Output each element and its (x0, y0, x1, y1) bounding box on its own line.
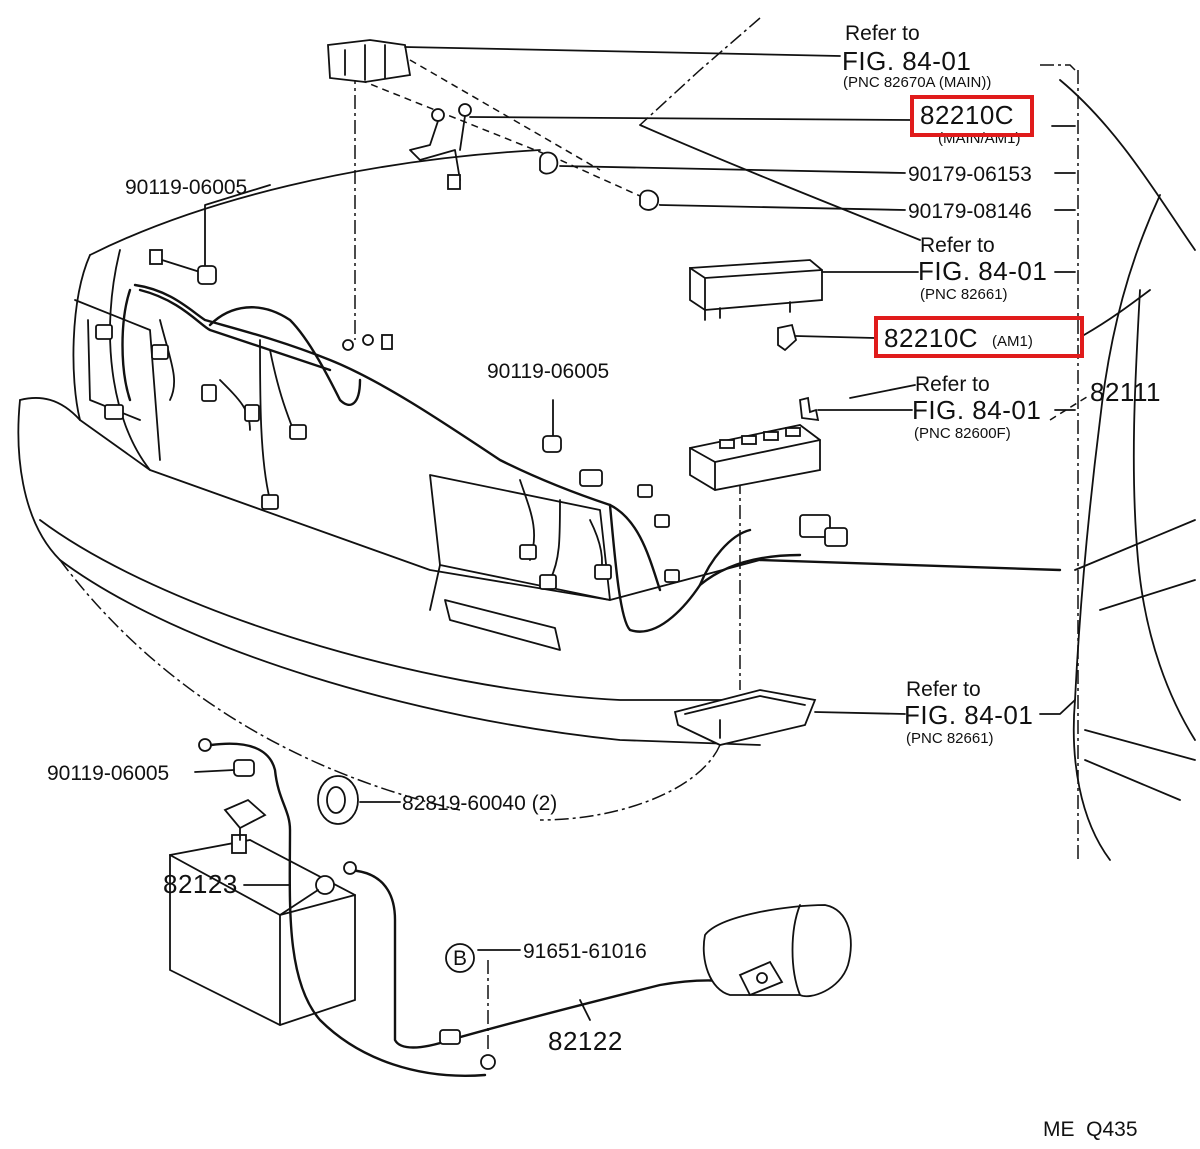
bolt-90119-06005-lower (233, 759, 255, 777)
bolt-90119-06005-middle (542, 399, 562, 453)
clip-90179-06153 (539, 151, 559, 175)
label-82111: 82111 (1090, 377, 1161, 407)
label-am1: (AM1) (992, 333, 1033, 350)
label-refer-to-1: Refer to (845, 22, 920, 45)
relay-block-82661 (689, 259, 823, 321)
label-fig-8401-2: FIG. 84-01 (918, 256, 1047, 286)
label-fig-8401-3: FIG. 84-01 (912, 395, 1041, 425)
bottom-relay-tray (673, 689, 817, 746)
label-90119-06005-lower: 90119-06005 (47, 762, 169, 785)
starter-motor (702, 904, 852, 998)
label-pnc-82600f: (PNC 82600F) (914, 425, 1011, 442)
main-relay-top (327, 39, 412, 83)
engine-wire-harness (121, 283, 1062, 633)
label-90179-08146: 90179-08146 (908, 200, 1032, 223)
battery-cable-negative (198, 738, 496, 1077)
battery-82123 (169, 834, 356, 1026)
label-82122: 82122 (548, 1026, 623, 1056)
label-91651-61016: 91651-61016 (523, 940, 647, 963)
label-fig-8401-1: FIG. 84-01 (842, 46, 971, 76)
junction-block (689, 424, 821, 491)
label-82819-60040: 82819-60040 (2) (402, 792, 557, 815)
label-82123: 82123 (163, 869, 238, 899)
highlight-82210c-main-am1 (910, 95, 1034, 137)
highlight-82210c-am1 (874, 316, 1084, 358)
label-90119-06005-middle: 90119-06005 (487, 360, 609, 383)
label-refer-to-2: Refer to (920, 234, 995, 257)
label-82210c-am1: 82210C (884, 323, 978, 353)
label-82210c-main-am1: 82210C (920, 100, 1014, 130)
label-pnc-82661-1: (PNC 82661) (920, 286, 1008, 303)
label-90119-06005-top: 90119-06005 (125, 176, 247, 199)
label-pnc-82670a-main: (PNC 82670A (MAIN)) (843, 74, 991, 91)
harness-connectors (95, 324, 848, 590)
label-main-am1: (MAIN/AM1) (938, 130, 1021, 147)
label-refer-to-3: Refer to (915, 373, 990, 396)
callout-leaders (194, 46, 1151, 1021)
marker-b-letter: B (453, 947, 467, 970)
label-90179-06153: 90179-06153 (908, 163, 1032, 186)
battery-cable-positive-82122 (343, 861, 747, 1049)
figure-code: ME Q435 (1043, 1118, 1138, 1141)
bolt-90119-06005-top (149, 249, 217, 285)
label-refer-to-4: Refer to (906, 678, 981, 701)
marker-b: B (445, 943, 475, 973)
fuse-82600f (799, 396, 820, 422)
fusible-link-am1 (777, 323, 798, 352)
label-pnc-82661-2: (PNC 82661) (906, 730, 994, 747)
clip-90179-08146 (639, 189, 659, 211)
fusible-link-main-am1 (409, 103, 472, 190)
grommet-82819-60040 (317, 775, 359, 825)
label-fig-8401-4: FIG. 84-01 (904, 700, 1033, 730)
